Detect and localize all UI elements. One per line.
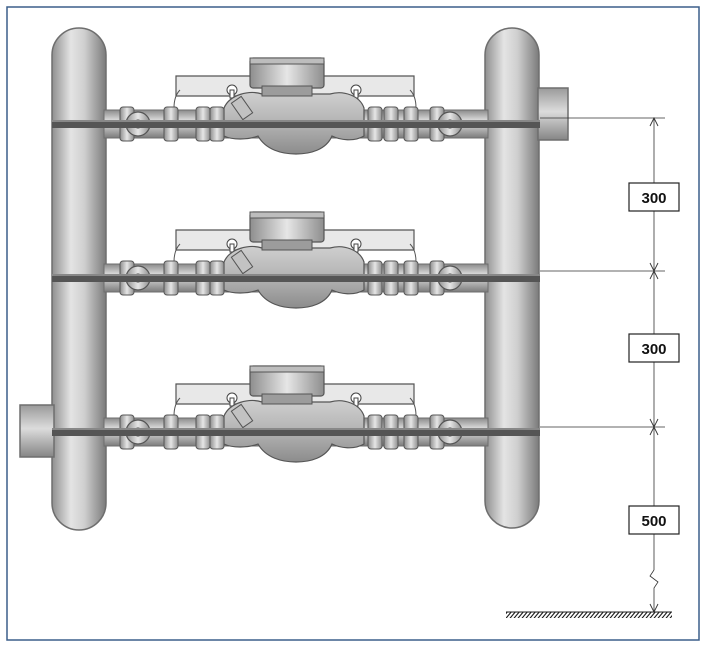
register-neck — [261, 239, 313, 251]
dim-arrowheads — [649, 116, 659, 614]
meter-assembly-3 — [52, 365, 540, 463]
strap-highlight — [52, 428, 540, 430]
dim-break-mark — [649, 569, 659, 612]
dim-label-3: 500 — [641, 513, 666, 530]
strainer-plug — [230, 95, 254, 121]
outlet-stub — [537, 87, 569, 141]
dimension-annotations: 300 300 500 — [506, 116, 680, 618]
dim-label-box-3 — [628, 505, 680, 535]
register-cap — [249, 211, 325, 219]
strap-highlight — [52, 120, 540, 122]
dim-label-2: 300 — [641, 341, 666, 358]
plate-hooks — [173, 397, 417, 417]
register-cap — [249, 57, 325, 65]
floor-hatch — [506, 612, 672, 618]
register-cap — [249, 365, 325, 373]
dim-label-box-2 — [628, 333, 680, 363]
strainer-plug — [230, 403, 254, 429]
support-strap — [52, 120, 540, 128]
inlet-stub — [19, 404, 55, 458]
meter-assembly-1 — [52, 57, 540, 155]
register-neck — [261, 85, 313, 97]
meter-rows — [52, 57, 540, 463]
support-strap — [52, 428, 540, 436]
plate-hooks — [173, 243, 417, 263]
dim-label-box-1 — [628, 182, 680, 212]
support-strap — [52, 274, 540, 282]
dim-label-1: 300 — [641, 190, 666, 207]
meter-assembly-2 — [52, 211, 540, 309]
register-neck — [261, 393, 313, 405]
figure-frame — [6, 6, 700, 641]
strap-highlight — [52, 274, 540, 276]
plate-hooks — [173, 89, 417, 109]
strainer-plug — [230, 249, 254, 275]
